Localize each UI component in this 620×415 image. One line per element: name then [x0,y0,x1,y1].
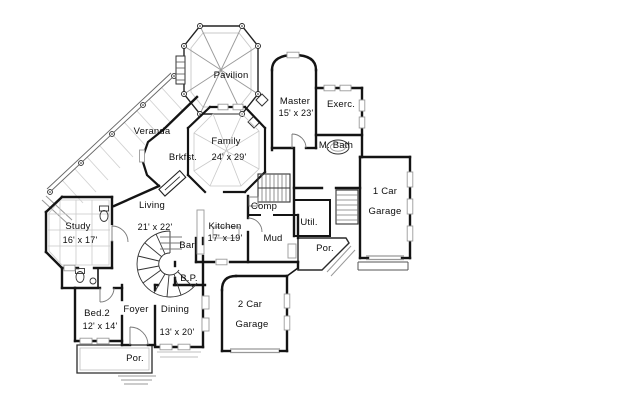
room-dims-study: 16' x 17' [63,235,98,245]
room-label-1car-line2: Garage [369,206,402,217]
room-label-dining: Dining [161,304,189,315]
computer-desk [248,196,259,207]
room-label-porch-right: Por. [316,243,334,254]
room-dims-master: 15' x 23' [279,108,314,118]
room-dims-living: 21' x 22' [138,222,173,232]
room-label-breakfast: Brkfst. [169,152,197,163]
main-staircase [257,173,291,203]
room-dims-dining: 13' x 20' [160,327,195,337]
bathtub [326,139,350,155]
kitchen-counters [196,209,240,255]
room-label-foyer: Foyer [123,304,148,315]
room-label-mud: Mud [263,233,282,244]
room-dims-kitchen: 17' x 19' [208,233,243,243]
room-dims-bed2: 12' x 14' [83,321,118,331]
room-label-utility: Util. [300,217,317,228]
basement-staircase [335,189,359,225]
door-swings [99,133,307,346]
toilet-powder [99,205,109,222]
windows [63,51,414,354]
room-label-pavilion: Pavilion [214,70,249,81]
room-label-computer: Comp [251,201,277,212]
room-label-master: Master [280,96,310,107]
room-label-bar: Bar [179,240,194,251]
room-label-2car-line2: Garage [236,319,269,330]
room-label-study: Study [65,221,90,232]
room-label-master-bath: M. Bath [319,140,353,151]
room-labels: Pavilion Veranda Master 15' x 23' Exerc.… [63,70,402,364]
walls-layer [44,53,412,353]
floor-patterns [48,113,260,358]
room-label-veranda: Veranda [134,126,171,137]
toilet-bath2 [75,268,97,285]
room-label-family: Family [211,136,240,147]
room-label-living: Living [139,200,165,211]
room-label-exercise: Exerc. [327,99,355,110]
fixtures [75,139,350,285]
veranda-deck [41,72,184,225]
fireplace [158,169,187,197]
room-dims-family: 24' x 29' [212,152,247,162]
room-label-porch-left: Por. [126,353,144,364]
room-label-kitchen: Kitchen [208,221,241,232]
room-label-butlers-pantry: B.P. [180,273,198,284]
spiral-staircase [136,230,198,298]
room-label-1car-line1: 1 Car [373,186,397,197]
mud-lockers [287,243,297,259]
room-label-2car-line1: 2 Car [238,299,262,310]
room-label-bed2: Bed.2 [84,308,110,319]
